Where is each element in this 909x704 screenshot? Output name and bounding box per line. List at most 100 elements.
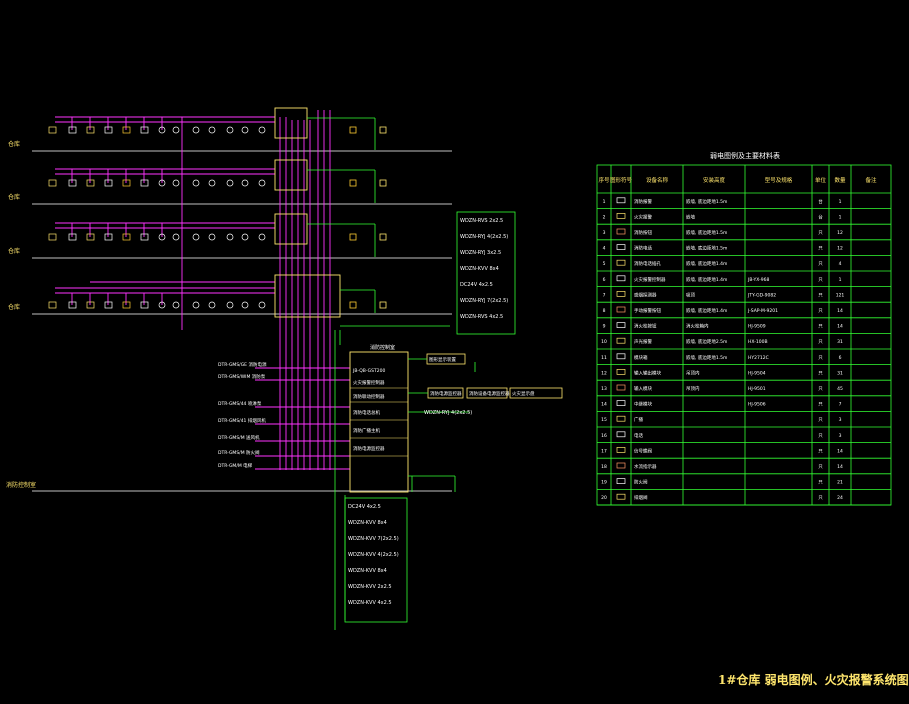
table-cell: 消防按钮 bbox=[634, 229, 652, 236]
table-cell: 只 bbox=[818, 386, 823, 392]
device-icon bbox=[104, 301, 113, 309]
table-cell: 感烟探测器 bbox=[634, 291, 657, 298]
equipment-power-box bbox=[466, 387, 508, 399]
table-cell: 只 bbox=[818, 402, 823, 408]
device-icon bbox=[241, 179, 249, 187]
table-cell: 声光报警 bbox=[634, 338, 652, 345]
table-cell: 只 bbox=[818, 246, 823, 252]
table-cell: 12 bbox=[837, 246, 843, 252]
left-device-label: DTR-GMS/M 防火阀 bbox=[218, 449, 260, 456]
table-cell: 手动报警按钮 bbox=[634, 307, 661, 314]
left-device-label: DTR-GM/M 电梯 bbox=[218, 462, 253, 469]
table-cell: 7 bbox=[603, 292, 606, 298]
table-cell: 消防报警 bbox=[634, 198, 652, 205]
table-cell: 31 bbox=[837, 370, 843, 376]
cable-label: WDZN-KVV 4x2.5 bbox=[348, 600, 392, 606]
device-icon bbox=[172, 126, 180, 134]
device-icon bbox=[158, 179, 166, 187]
drawing-title: 1#仓库 弱电图例、火灾报警系统图 bbox=[718, 673, 909, 687]
device-icon bbox=[241, 233, 249, 241]
device-icon bbox=[140, 126, 149, 134]
table-cell: 5 bbox=[603, 261, 606, 267]
legend-symbol-icon bbox=[616, 197, 626, 204]
floor-sounder-icon bbox=[379, 179, 387, 187]
table-cell: 10 bbox=[601, 339, 607, 345]
table-cell: 1 bbox=[603, 199, 606, 205]
table-cell: 18 bbox=[601, 464, 607, 470]
table-cell: 只 bbox=[818, 370, 823, 376]
table-cell: 4 bbox=[603, 246, 606, 252]
device-icon bbox=[86, 126, 95, 134]
cable-label: WDZN-KVV 7(2x2.5) bbox=[348, 536, 399, 542]
cable-label: WDZN-KVV 8x4 bbox=[348, 568, 387, 574]
device-icon bbox=[140, 301, 149, 309]
table-cell: 1 bbox=[839, 277, 842, 283]
table-cell: 只 bbox=[818, 230, 823, 236]
cable-label: WDZN-RVS 4x2.5 bbox=[460, 314, 503, 320]
table-header-cell: 备注 bbox=[865, 176, 877, 184]
device-icon bbox=[192, 179, 200, 187]
device-icon bbox=[48, 179, 57, 187]
device-icon bbox=[48, 301, 57, 309]
panel-row-label: 消防电源监控器 bbox=[353, 445, 385, 452]
table-cell: 嵌墙, 底边距地1.4m bbox=[686, 307, 727, 314]
table-cell: HJ-9506 bbox=[748, 402, 766, 408]
floor-sounder-icon bbox=[379, 233, 387, 241]
device-icon bbox=[208, 233, 216, 241]
device-icon bbox=[226, 301, 234, 309]
table-cell: 只 bbox=[818, 480, 823, 486]
table-cell: 只 bbox=[818, 339, 823, 345]
floor-label-1: 仓库 bbox=[8, 140, 20, 148]
floor-label-2: 仓库 bbox=[8, 193, 20, 201]
legend-symbol-icon bbox=[616, 337, 626, 344]
table-cell: 只 bbox=[818, 433, 823, 439]
table-cell: 消防电话插孔 bbox=[634, 260, 661, 267]
device-icon bbox=[192, 126, 200, 134]
left-device-label: DTR-GMS/M 送风机 bbox=[218, 434, 260, 441]
device-icon bbox=[192, 233, 200, 241]
table-cell: 7 bbox=[839, 402, 842, 408]
device-icon bbox=[158, 126, 166, 134]
table-cell: 11 bbox=[601, 355, 607, 361]
device-icon bbox=[48, 126, 57, 134]
table-cell: HJ-9504 bbox=[748, 370, 766, 376]
table-cell: HY2712C bbox=[748, 355, 769, 361]
floor-labels: 仓库 仓库 仓库 仓库 消防控制室 bbox=[6, 140, 36, 489]
module-box-floor-3 bbox=[274, 213, 308, 245]
table-cell: 17 bbox=[601, 448, 607, 454]
cable-label: WDZN-KVV 4(2x2.5) bbox=[348, 552, 399, 558]
device-icon bbox=[68, 301, 77, 309]
table-cell: 排烟阀 bbox=[634, 494, 648, 501]
floor-panel-icon bbox=[349, 126, 357, 134]
table-cell: JTY-GD-9082 bbox=[747, 292, 776, 298]
table-cell: 14 bbox=[837, 448, 843, 454]
table-cell: 6 bbox=[603, 277, 606, 283]
cable-label: WDZN-RYJ 4(2x2.5) bbox=[460, 234, 508, 240]
table-cell: JB-YX-968 bbox=[747, 277, 769, 283]
table-cell: 嵌墙, 底边距地1.5m bbox=[686, 198, 727, 205]
legend-symbol-icon bbox=[616, 493, 626, 500]
floor-panel-icon bbox=[349, 301, 357, 309]
table-cell: 信号蝶阀 bbox=[634, 447, 652, 454]
table-header-cell: 设备名称 bbox=[646, 176, 669, 184]
table-cell: 13 bbox=[601, 386, 607, 392]
table-cell: 电话 bbox=[634, 432, 643, 439]
device-icon bbox=[86, 233, 95, 241]
cable-label: WDZN-KVV 2x2.5 bbox=[348, 584, 392, 590]
device-icon bbox=[86, 179, 95, 187]
legend-symbol-icon bbox=[616, 228, 626, 235]
table-cell: 只 bbox=[818, 464, 823, 470]
equipment-box-label: 图形显示装置 bbox=[429, 356, 456, 363]
table-header-cell: 型号及规格 bbox=[765, 176, 793, 184]
cable-label: WDZN-RVS 2x2.5 bbox=[460, 218, 503, 224]
device-icon bbox=[258, 233, 266, 241]
table-cell: 121 bbox=[836, 292, 845, 298]
device-icon bbox=[226, 126, 234, 134]
legend-symbol-icon bbox=[616, 244, 626, 250]
legend-symbol-icon bbox=[616, 447, 626, 453]
floor-bus-lines bbox=[55, 110, 350, 470]
table-cell: 3 bbox=[839, 433, 842, 439]
table-cell: 12 bbox=[601, 370, 607, 376]
floor-lines bbox=[32, 150, 452, 492]
